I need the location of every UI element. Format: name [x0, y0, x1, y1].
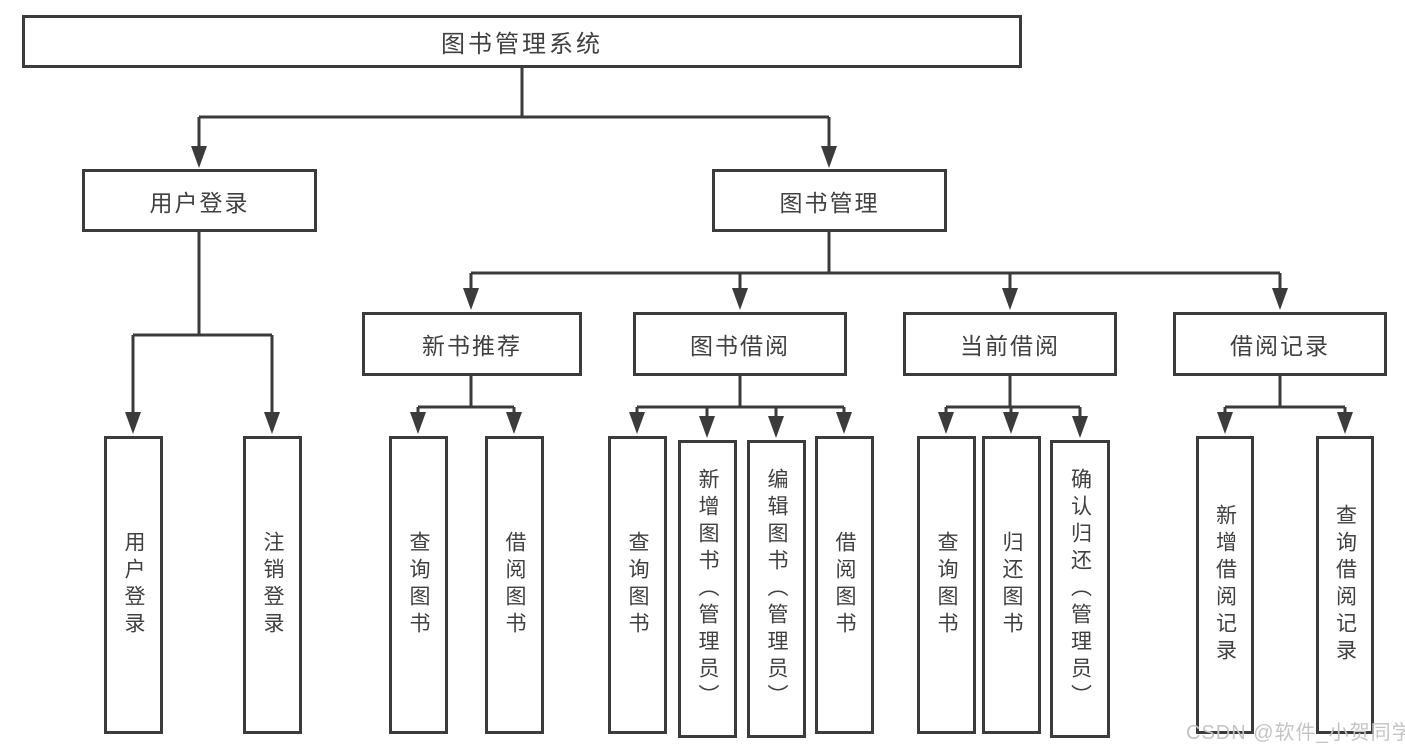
node-book-management-label: 图书管理 [779, 189, 880, 216]
node-leaf-return-books: 归还图书 [982, 436, 1041, 734]
node-book-borrowing: 图书借阅 [633, 312, 847, 376]
node-leaf-add-borrow-record-label: 新增借阅记录 [1213, 504, 1237, 666]
node-borrowing-records: 借阅记录 [1173, 312, 1387, 376]
node-leaf-query-books-3-label: 查询图书 [935, 531, 958, 639]
node-current-borrowing: 当前借阅 [903, 312, 1117, 376]
node-leaf-return-books-label: 归还图书 [1000, 531, 1023, 639]
node-leaf-query-books-1: 查询图书 [389, 436, 448, 734]
node-borrowing-records-label: 借阅记录 [1230, 333, 1330, 359]
csdn-watermark: CSDN @软件_小贺同学 [1186, 722, 1405, 744]
node-leaf-user-login: 用户登录 [104, 436, 163, 734]
node-leaf-add-borrow-record: 新增借阅记录 [1196, 436, 1254, 734]
node-current-borrowing-label: 当前借阅 [960, 333, 1060, 359]
node-new-book-recommend: 新书推荐 [362, 312, 582, 376]
node-leaf-confirm-return-admin: 确认归还（管理员） [1050, 440, 1110, 738]
node-user-login: 用户登录 [82, 169, 317, 232]
node-leaf-edit-books-admin-label: 编辑图书（管理员） [765, 467, 788, 711]
node-leaf-query-books-2: 查询图书 [608, 436, 667, 734]
node-leaf-query-books-1-label: 查询图书 [407, 531, 430, 639]
node-leaf-borrow-books-1: 借阅图书 [485, 436, 544, 734]
node-leaf-borrow-books-2-label: 借阅图书 [833, 531, 856, 639]
node-book-borrowing-label: 图书借阅 [690, 333, 790, 359]
node-leaf-borrow-books-1-label: 借阅图书 [503, 531, 526, 639]
node-leaf-logout: 注销登录 [243, 436, 302, 734]
node-leaf-query-borrow-record-label: 查询借阅记录 [1333, 504, 1357, 666]
node-leaf-edit-books-admin: 编辑图书（管理员） [747, 440, 806, 738]
node-leaf-query-books-3: 查询图书 [917, 436, 976, 734]
node-leaf-query-borrow-record: 查询借阅记录 [1316, 436, 1374, 734]
node-leaf-confirm-return-admin-label: 确认归还（管理员） [1068, 467, 1092, 711]
node-leaf-logout-label: 注销登录 [261, 531, 284, 639]
node-book-management: 图书管理 [712, 169, 947, 232]
node-user-login-label: 用户登录 [149, 189, 250, 216]
node-leaf-borrow-books-2: 借阅图书 [815, 436, 874, 734]
node-leaf-user-login-label: 用户登录 [122, 531, 145, 639]
node-root-system: 图书管理系统 [22, 15, 1022, 68]
node-leaf-add-books-admin-label: 新增图书（管理员） [696, 467, 719, 711]
node-leaf-add-books-admin: 新增图书（管理员） [678, 440, 737, 738]
node-new-book-recommend-label: 新书推荐 [422, 333, 522, 359]
node-leaf-query-books-2-label: 查询图书 [626, 531, 649, 639]
node-root-system-label: 图书管理系统 [441, 31, 603, 58]
